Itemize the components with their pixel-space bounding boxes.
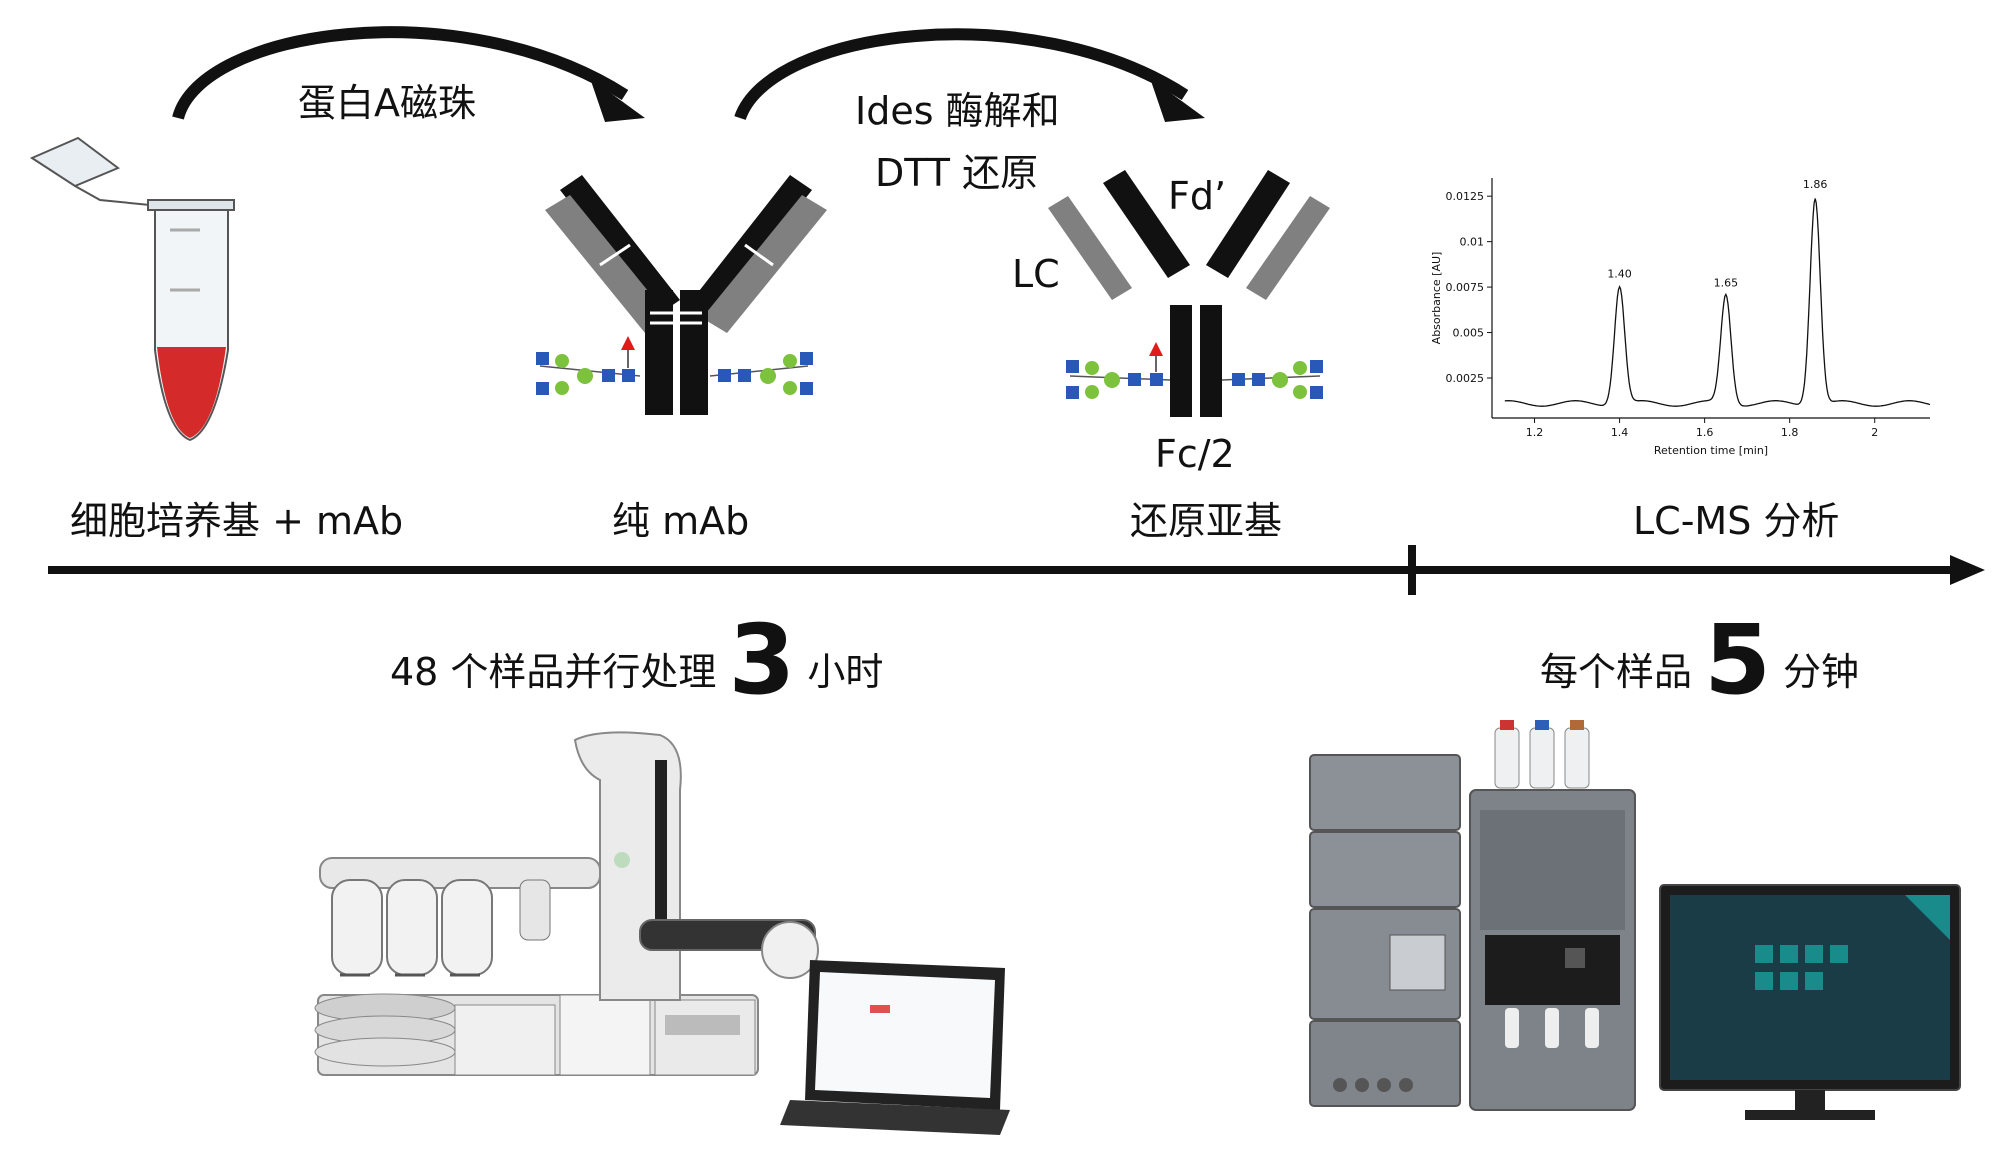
chart-y-tick-label: 0.0125	[1446, 190, 1485, 203]
step2-label-line2: DTT 还原	[875, 151, 1039, 195]
chart-y-axis-label: Absorbance [AU]	[1430, 252, 1443, 345]
chart-y-tick-label: 0.0025	[1446, 372, 1485, 385]
chart-x-tick-label: 1.8	[1781, 426, 1799, 439]
antibody-intact-icon	[536, 175, 827, 415]
chart-x-axis-label: Retention time [min]	[1654, 444, 1768, 457]
chromatogram-chart: 1.2 1.4 1.6 1.8 2 0.0025 0.005 0.0075 0.01 0.0125…	[1430, 178, 1931, 457]
chart-y-tick-label: 0.005	[1453, 327, 1485, 340]
chart-x-tick-label: 1.2	[1526, 426, 1544, 439]
antibody-subunits-icon	[1048, 170, 1330, 417]
step2-label-line1: Ides 酶解和	[855, 89, 1060, 133]
glycan-left-icon	[536, 336, 641, 395]
per-sample-timing-prefix: 每个样品	[1540, 650, 1693, 694]
per-sample-timing: 每个样品 5 分钟	[1540, 612, 1859, 708]
step1-label: 蛋白A磁珠	[298, 81, 476, 125]
fd-fragment-label: Fd’	[1168, 174, 1227, 218]
stage4-label: LC-MS 分析	[1633, 499, 1840, 543]
chart-series-line	[1504, 198, 1931, 407]
curved-arrow-step1	[172, 26, 645, 122]
lc-fragment-label: LC	[1012, 252, 1060, 296]
parallel-timing-prefix: 48 个样品并行处理	[390, 650, 717, 694]
sample-tube-icon	[29, 136, 235, 442]
per-sample-timing-number: 5	[1704, 604, 1771, 716]
lcms-instrument-icon	[1309, 720, 1961, 1120]
stage3-label: 还原亚基	[1130, 499, 1283, 543]
parallel-timing: 48 个样品并行处理 3 小时	[390, 612, 883, 708]
chart-peak-label: 1.65	[1714, 276, 1739, 289]
parallel-timing-suffix: 小时	[807, 650, 884, 694]
fc-fragment-label: Fc/2	[1155, 432, 1235, 476]
chart-x-tick-label: 1.4	[1611, 426, 1629, 439]
chart-x-tick-label: 2	[1871, 426, 1878, 439]
chart-peak-label: 1.86	[1803, 178, 1828, 191]
liquid-handler-robot-icon	[314, 731, 1010, 1135]
parallel-timing-number: 3	[728, 604, 796, 716]
glycan-right-icon	[709, 352, 813, 395]
chart-peak-label: 1.40	[1607, 267, 1632, 280]
per-sample-timing-suffix: 分钟	[1783, 650, 1860, 694]
chart-x-tick-label: 1.6	[1696, 426, 1714, 439]
stage2-label: 纯 mAb	[612, 499, 750, 543]
chart-y-tick-label: 0.01	[1460, 236, 1485, 249]
chart-y-tick-label: 0.0075	[1446, 281, 1485, 294]
stage1-label: 细胞培养基 + mAb	[70, 499, 404, 543]
curved-arrow-step2	[734, 28, 1205, 122]
timeline-arrow	[48, 545, 1985, 595]
